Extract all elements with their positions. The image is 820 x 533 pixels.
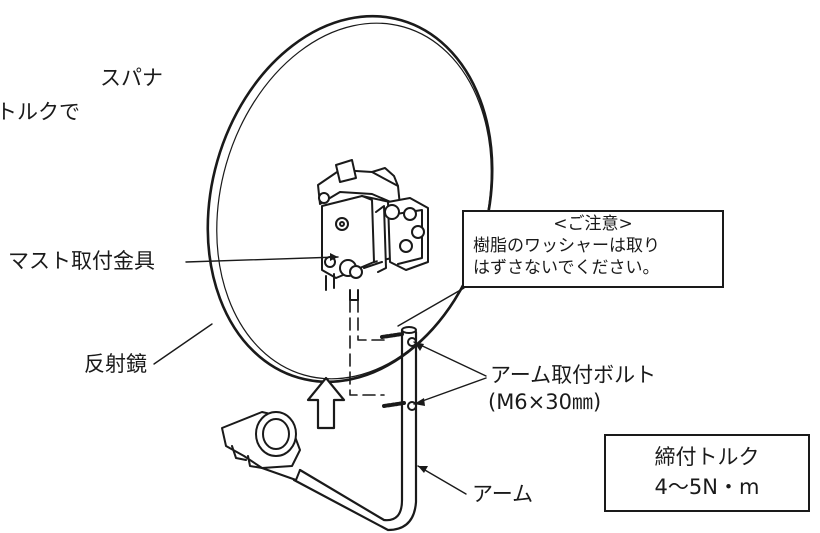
caution-notice-box: <ご注意> 樹脂のワッシャーは取り はずさないでください。 xyxy=(462,210,724,288)
label-arm-bolt: アーム取付ボルト xyxy=(490,363,657,387)
insertion-guide-lines xyxy=(349,299,385,396)
label-arm-bolt-spec: (M6×30㎜) xyxy=(488,390,602,414)
label-mast-bracket: マスト取付金具 xyxy=(8,249,155,273)
mast-bracket xyxy=(317,159,429,301)
arm-bolts xyxy=(380,332,406,408)
label-reflector: 反射鏡 xyxy=(84,352,147,376)
arm xyxy=(292,326,418,532)
torque-value: 4～5N・m xyxy=(654,475,760,499)
cut-off-instruction-line2: トルクで xyxy=(0,100,80,124)
caution-heading: <ご注意> xyxy=(553,214,633,234)
caution-line1: 樹脂のワッシャーは取り xyxy=(473,236,660,256)
lnb-converter xyxy=(221,411,301,481)
tightening-torque-box: 締付トルク 4～5N・m xyxy=(604,434,810,512)
insert-direction-arrow xyxy=(306,376,346,430)
caution-line2: はずさないでください。 xyxy=(473,258,660,278)
label-arm: アーム xyxy=(472,482,534,506)
cut-off-instruction-line1: スパナ xyxy=(100,66,163,90)
leader-lines xyxy=(153,256,487,495)
torque-title: 締付トルク xyxy=(654,445,760,469)
leader-arrowheads xyxy=(330,253,428,473)
